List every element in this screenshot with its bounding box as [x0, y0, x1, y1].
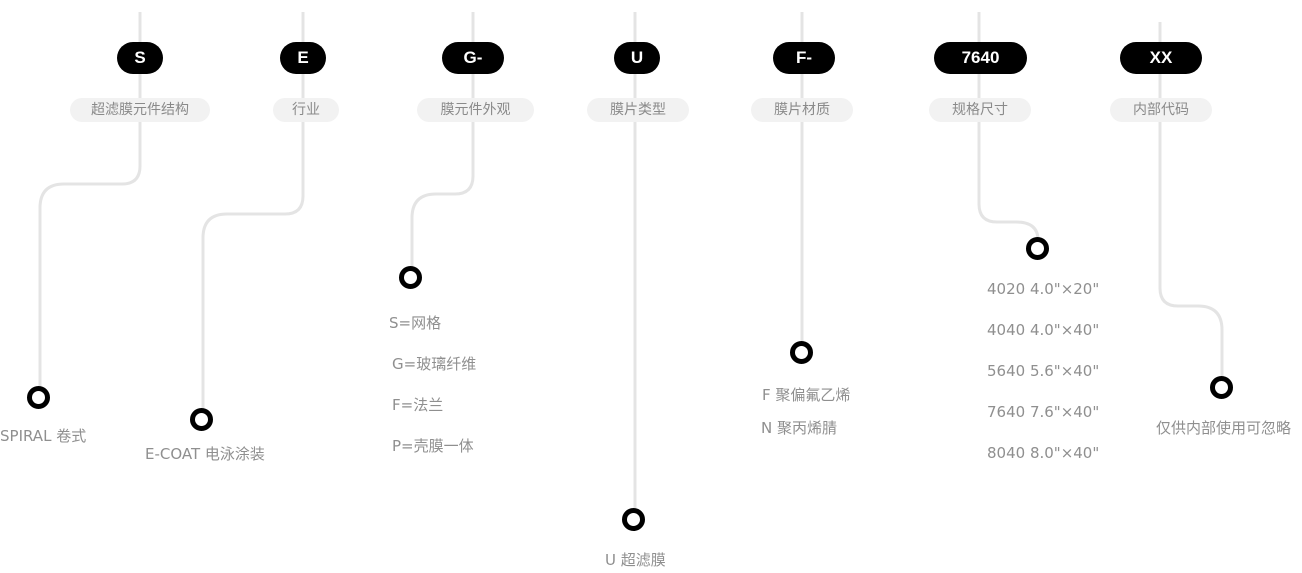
option-size-4040: 4040 4.0"×40": [987, 321, 1100, 339]
option-internal-ignore: 仅供内部使用可忽略: [1156, 419, 1292, 437]
connector-line-code: [1158, 22, 1224, 380]
node-industry: [190, 408, 213, 431]
option-material-pan: N 聚丙烯腈: [761, 419, 837, 437]
code-badge-structure: S: [117, 42, 163, 74]
code-badge-type: U: [614, 42, 660, 74]
connector-line-industry: [201, 12, 305, 410]
connector-line-appearance: [410, 12, 475, 268]
node-type: [622, 508, 645, 531]
code-badge-material: F-: [773, 42, 835, 74]
code-badge-industry: E: [280, 42, 326, 74]
option-size-4020: 4020 4.0"×20": [987, 280, 1100, 298]
option-size-5640: 5640 5.6"×40": [987, 362, 1100, 380]
node-size: [1026, 237, 1049, 260]
option-size-8040: 8040 8.0"×40": [987, 444, 1100, 462]
node-structure: [27, 386, 50, 409]
option-structure-spiral: SPIRAL 卷式: [0, 427, 87, 445]
code-badge-size: 7640: [934, 42, 1027, 74]
label-type: 膜片类型: [587, 98, 689, 122]
option-size-7640: 7640 7.6"×40": [987, 403, 1100, 421]
label-appearance: 膜元件外观: [417, 98, 534, 122]
label-size: 规格尺寸: [929, 98, 1031, 122]
connector-line-structure: [38, 12, 142, 388]
code-badge-appearance: G-: [442, 42, 504, 74]
label-internal: 内部代码: [1110, 98, 1212, 122]
node-appearance: [399, 266, 422, 289]
option-appearance-fiberglass: G=玻璃纤维: [392, 355, 477, 373]
connector-line-size: [977, 12, 1040, 241]
label-structure: 超滤膜元件结构: [70, 98, 210, 122]
option-appearance-integrated: P=壳膜一体: [392, 437, 474, 455]
node-material: [790, 341, 813, 364]
label-industry: 行业: [273, 98, 339, 122]
node-internal: [1210, 376, 1233, 399]
option-material-pvdf: F 聚偏氟乙烯: [762, 386, 851, 404]
option-appearance-flange: F=法兰: [392, 396, 444, 414]
option-appearance-mesh: S=网格: [389, 314, 442, 332]
option-type-uf: U 超滤膜: [605, 551, 666, 569]
code-badge-internal: XX: [1120, 42, 1202, 74]
label-material: 膜片材质: [751, 98, 853, 122]
option-industry-ecoat: E-COAT 电泳涂装: [145, 445, 265, 463]
